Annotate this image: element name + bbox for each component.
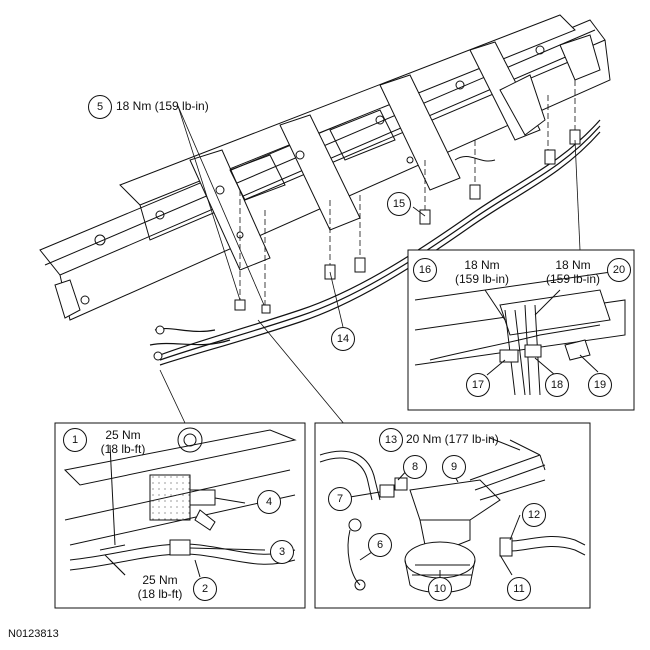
callout-10: 10 xyxy=(428,577,452,601)
detail-panel-left xyxy=(54,422,306,609)
callout-17: 17 xyxy=(466,373,490,397)
callout-6: 6 xyxy=(368,533,392,557)
callout-9: 9 xyxy=(442,455,466,479)
callout-14: 14 xyxy=(331,327,355,351)
callout-1: 1 xyxy=(63,428,87,452)
torque-20-line2: (159 lb-in) xyxy=(545,272,601,286)
callout-19: 19 xyxy=(588,373,612,397)
callout-7: 7 xyxy=(328,487,352,511)
torque-16-line1: 18 Nm xyxy=(464,258,500,272)
vehicle-frame xyxy=(39,14,611,321)
torque-label-16: 18 Nm (159 lb-in) xyxy=(452,258,512,286)
callout-3: 3 xyxy=(270,540,294,564)
callout-15: 15 xyxy=(387,192,411,216)
torque-2-line1: 25 Nm xyxy=(142,573,178,587)
callout-12: 12 xyxy=(522,503,546,527)
leader-lines xyxy=(159,105,581,426)
torque-20-line1: 18 Nm xyxy=(555,258,591,272)
torque-label-13: 20 Nm (177 lb-in) xyxy=(406,432,499,446)
torque-label-5: 18 Nm (159 lb-in) xyxy=(116,99,209,113)
callout-2: 2 xyxy=(193,577,217,601)
detail-panel-right xyxy=(314,422,591,609)
callout-16: 16 xyxy=(413,258,437,282)
assembly-lines xyxy=(239,80,576,305)
callout-8: 8 xyxy=(403,455,427,479)
callout-20: 20 xyxy=(607,258,631,282)
torque-1-line2: (18 lb-ft) xyxy=(100,442,146,456)
fuel-line-bundle xyxy=(149,119,601,366)
torque-label-2: 25 Nm (18 lb-ft) xyxy=(125,573,195,601)
callout-5: 5 xyxy=(88,95,112,119)
callout-18: 18 xyxy=(545,373,569,397)
torque-label-1: 25 Nm (18 lb-ft) xyxy=(88,428,158,456)
callout-4: 4 xyxy=(257,490,281,514)
callout-13: 13 xyxy=(379,428,403,452)
figure-id: N0123813 xyxy=(8,628,59,640)
torque-label-20: 18 Nm (159 lb-in) xyxy=(540,258,606,286)
torque-2-line2: (18 lb-ft) xyxy=(137,587,183,601)
torque-16-line2: (159 lb-in) xyxy=(454,272,510,286)
callout-11: 11 xyxy=(507,577,531,601)
torque-1-line1: 25 Nm xyxy=(105,428,141,442)
